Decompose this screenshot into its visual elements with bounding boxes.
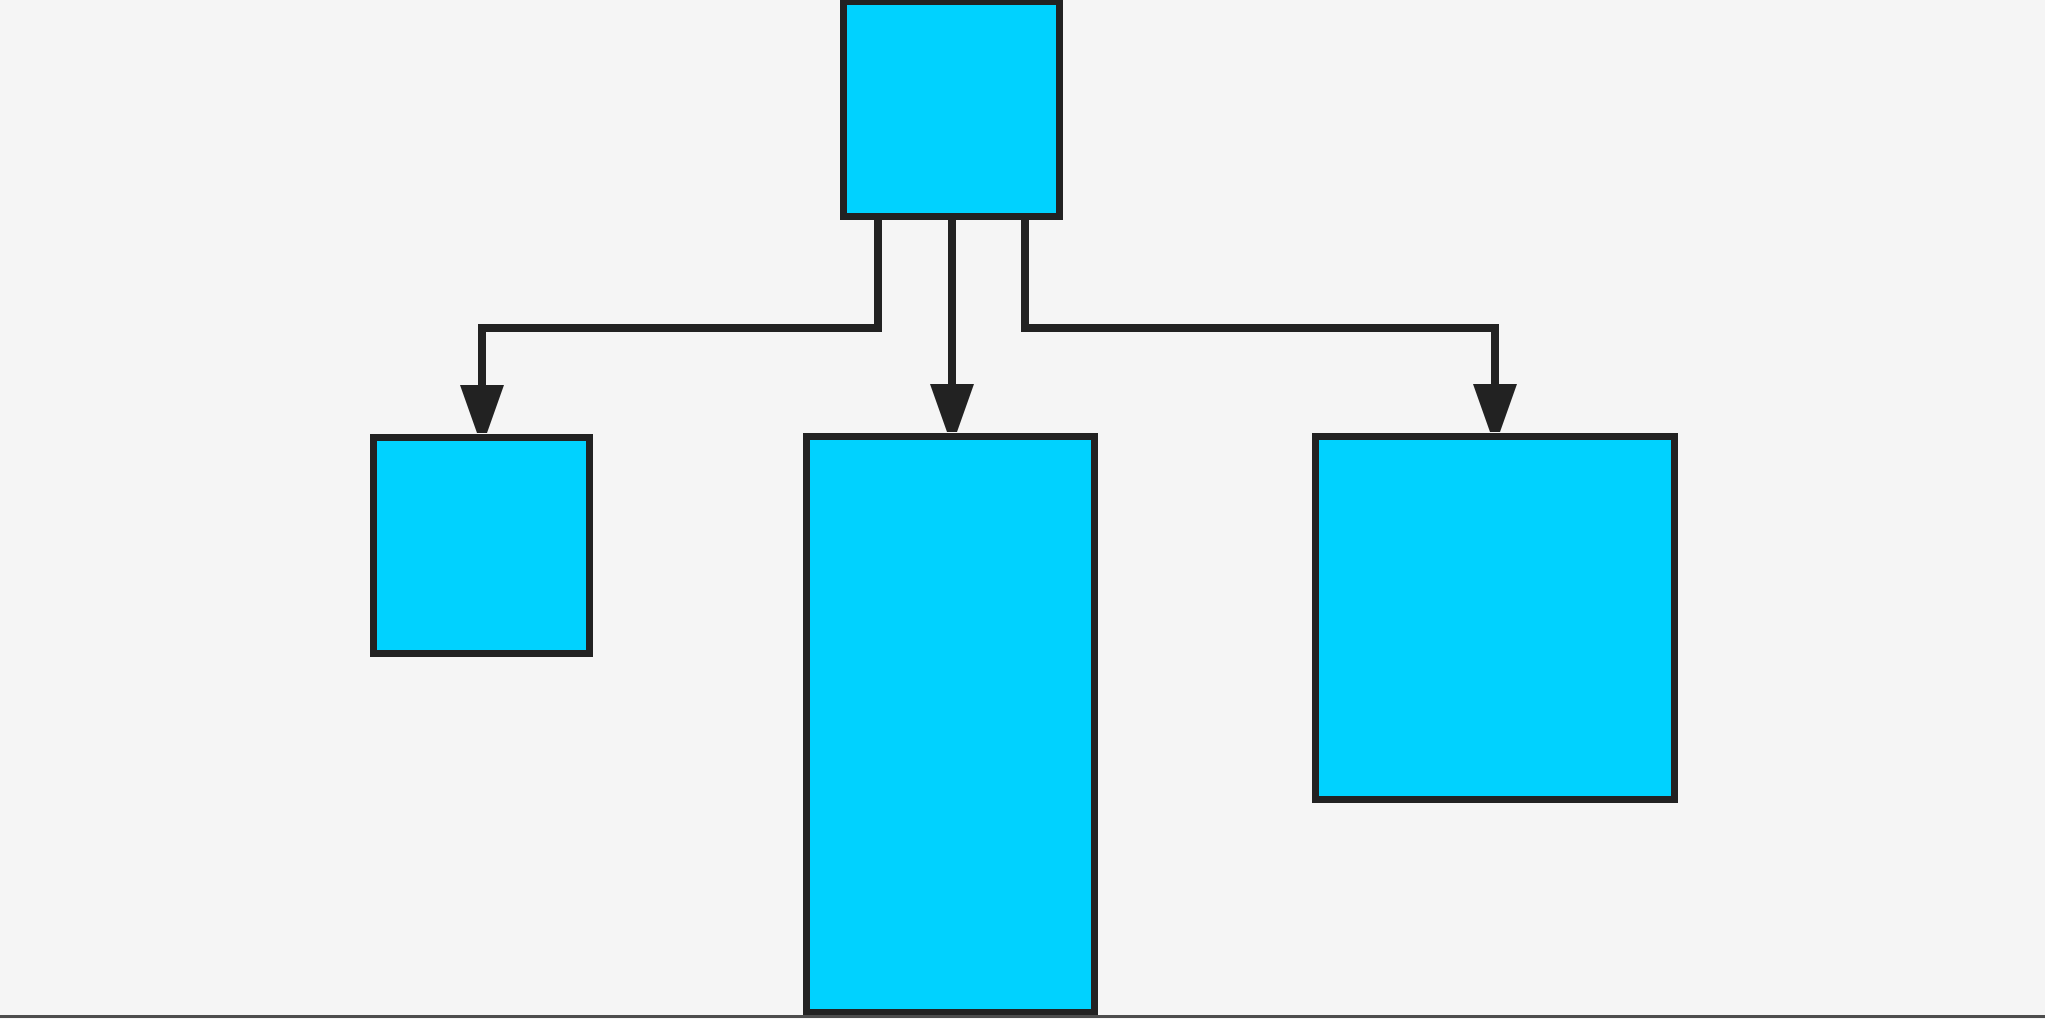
node-child-right [1312, 433, 1678, 803]
edge-root-to-child-left [478, 218, 882, 386]
bottom-border-line [0, 1015, 2045, 1018]
arrowhead-icon [930, 384, 974, 432]
node-root [840, 0, 1063, 220]
node-child-left [370, 434, 593, 657]
arrowhead-icon [460, 385, 504, 433]
nodes-layer [370, 0, 1678, 1016]
node-child-middle [803, 433, 1098, 1016]
edge-root-to-child-right [1021, 218, 1499, 386]
edges-layer [460, 218, 1517, 433]
arrowhead-icon [1473, 384, 1517, 432]
